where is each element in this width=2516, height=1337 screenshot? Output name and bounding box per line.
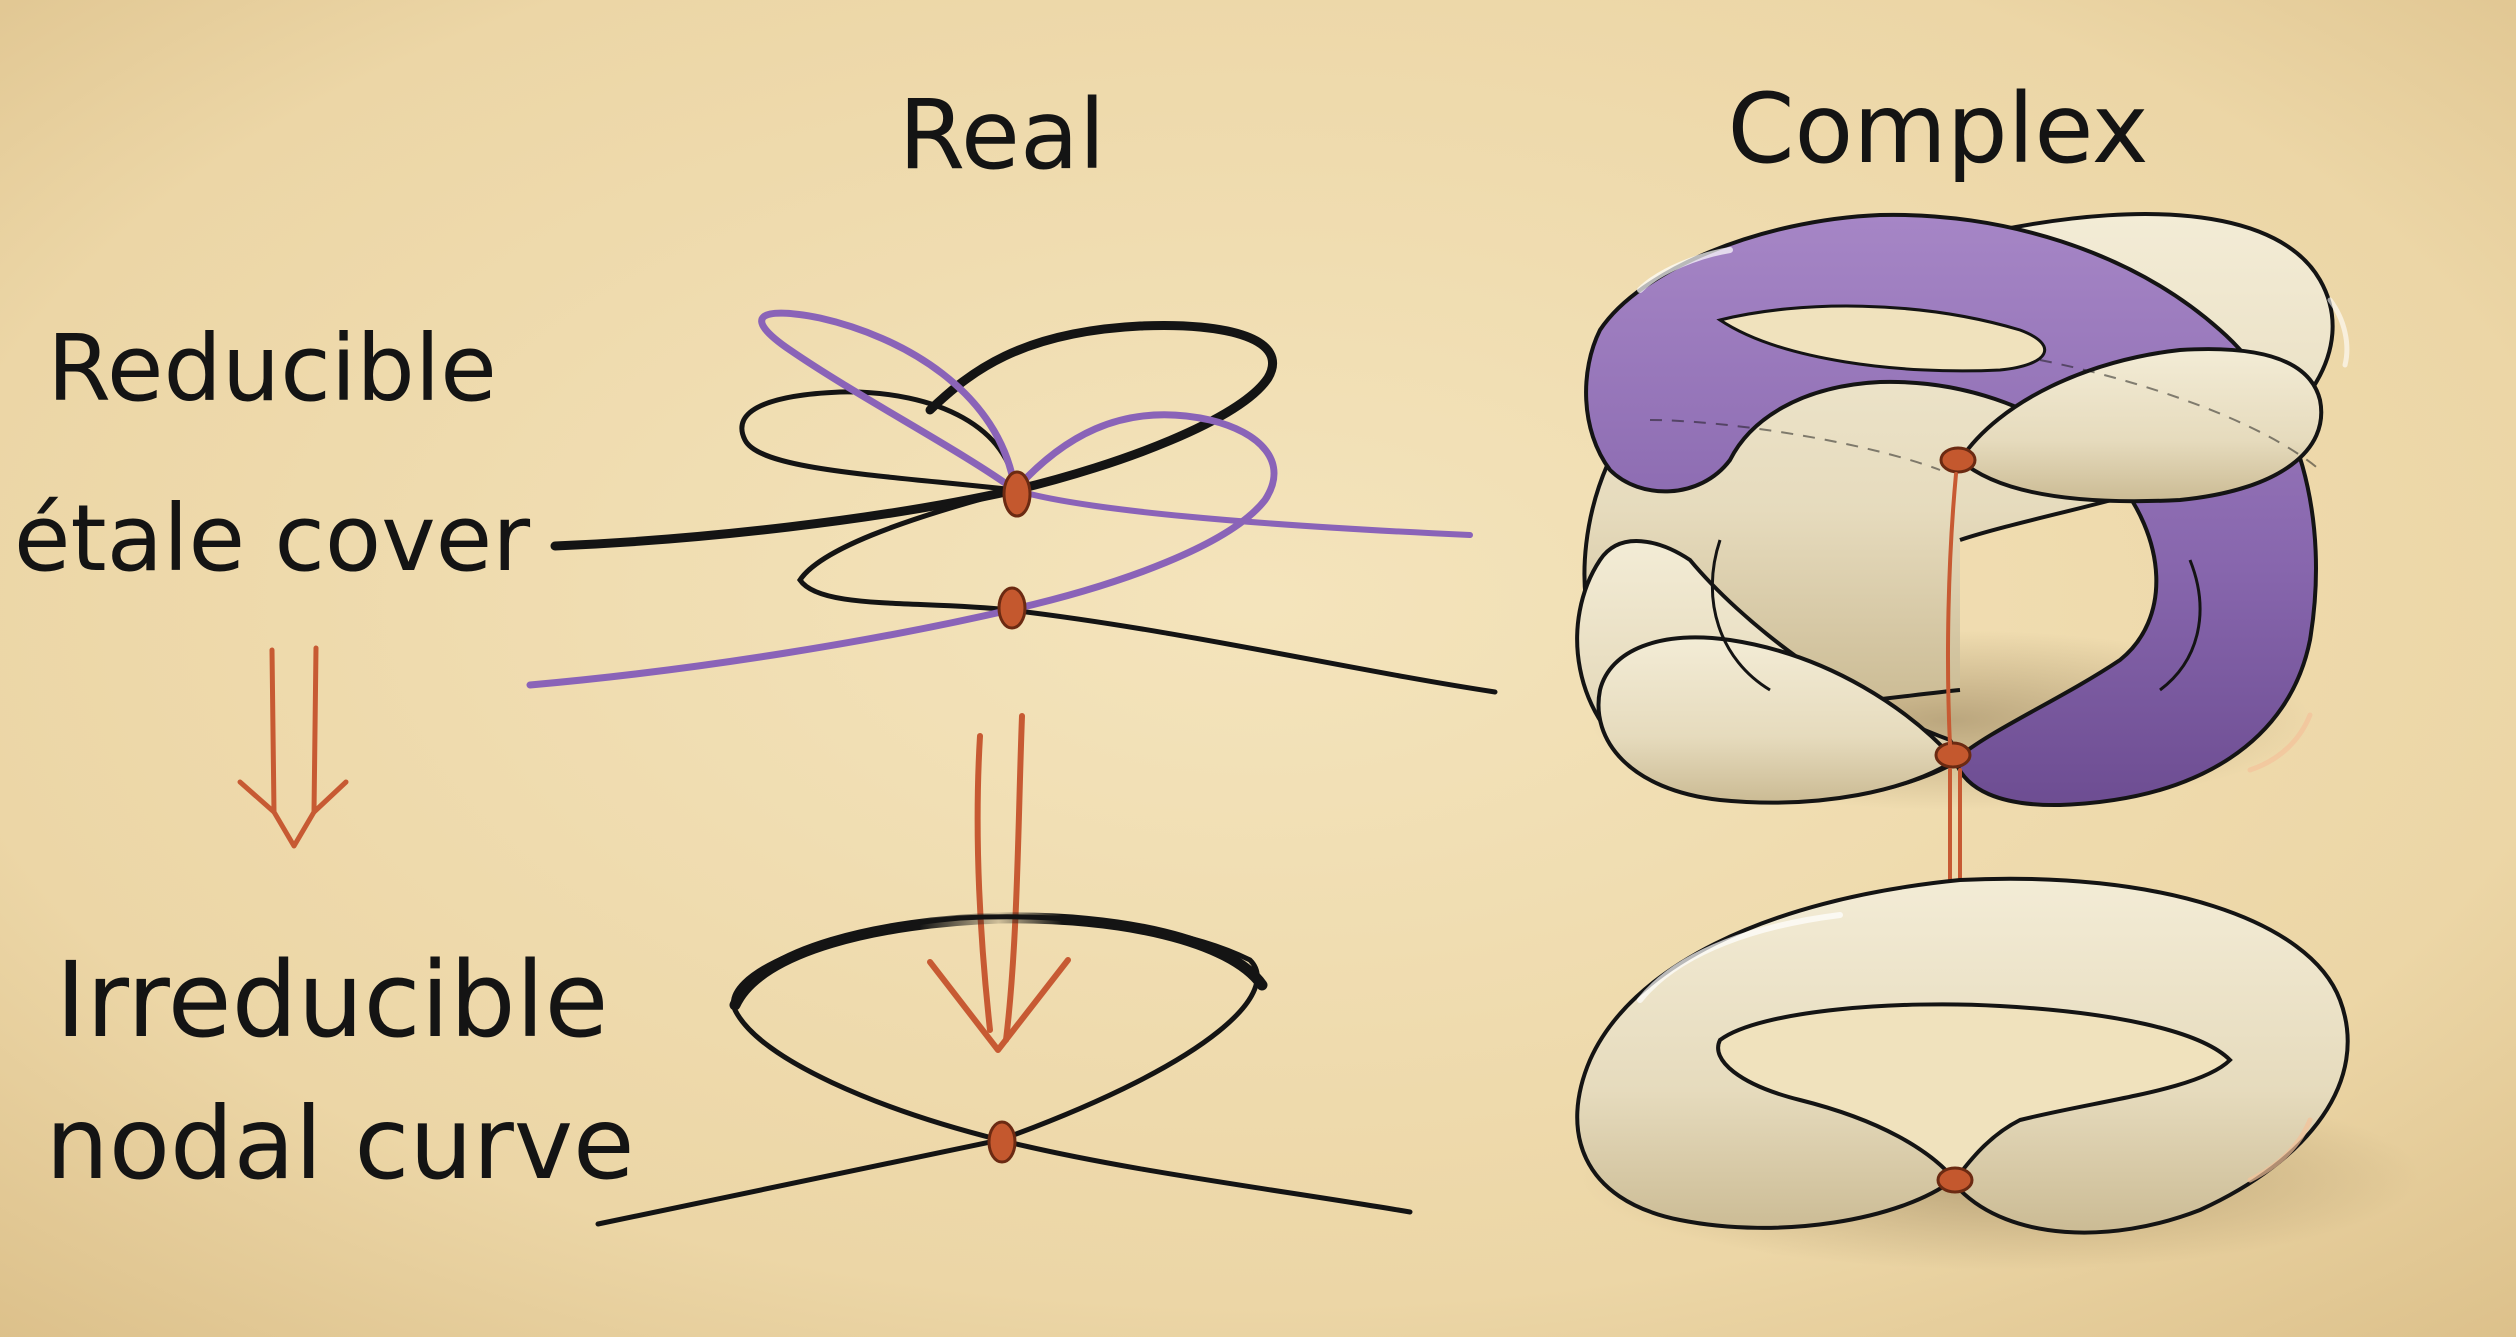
complex-node-lower [1934, 741, 1972, 769]
column-title-complex: Complex [1727, 73, 2148, 185]
label-etale-cover: étale cover [14, 485, 530, 592]
complex-nodal-torus [1575, 876, 2420, 1270]
label-irreducible: Irreducible [56, 939, 609, 1061]
real-node-upper [1002, 470, 1032, 518]
real-node-bottom [987, 1120, 1017, 1164]
torus-hole [1716, 1002, 2233, 1184]
real-nodal-curve [595, 912, 1413, 1227]
complex-reducible-surface [1575, 212, 2350, 810]
real-node-lower [997, 586, 1027, 630]
label-nodal-curve: nodal curve [45, 1085, 634, 1202]
complex-node-bottom [1936, 1166, 1974, 1194]
column-title-real: Real [899, 79, 1106, 191]
complex-node-upper [1939, 446, 1977, 474]
real-covering-arrow [927, 713, 1071, 1053]
real-reducible-curve [526, 309, 1498, 695]
label-reducible: Reducible [47, 315, 497, 422]
left-implication-arrow [237, 645, 349, 849]
